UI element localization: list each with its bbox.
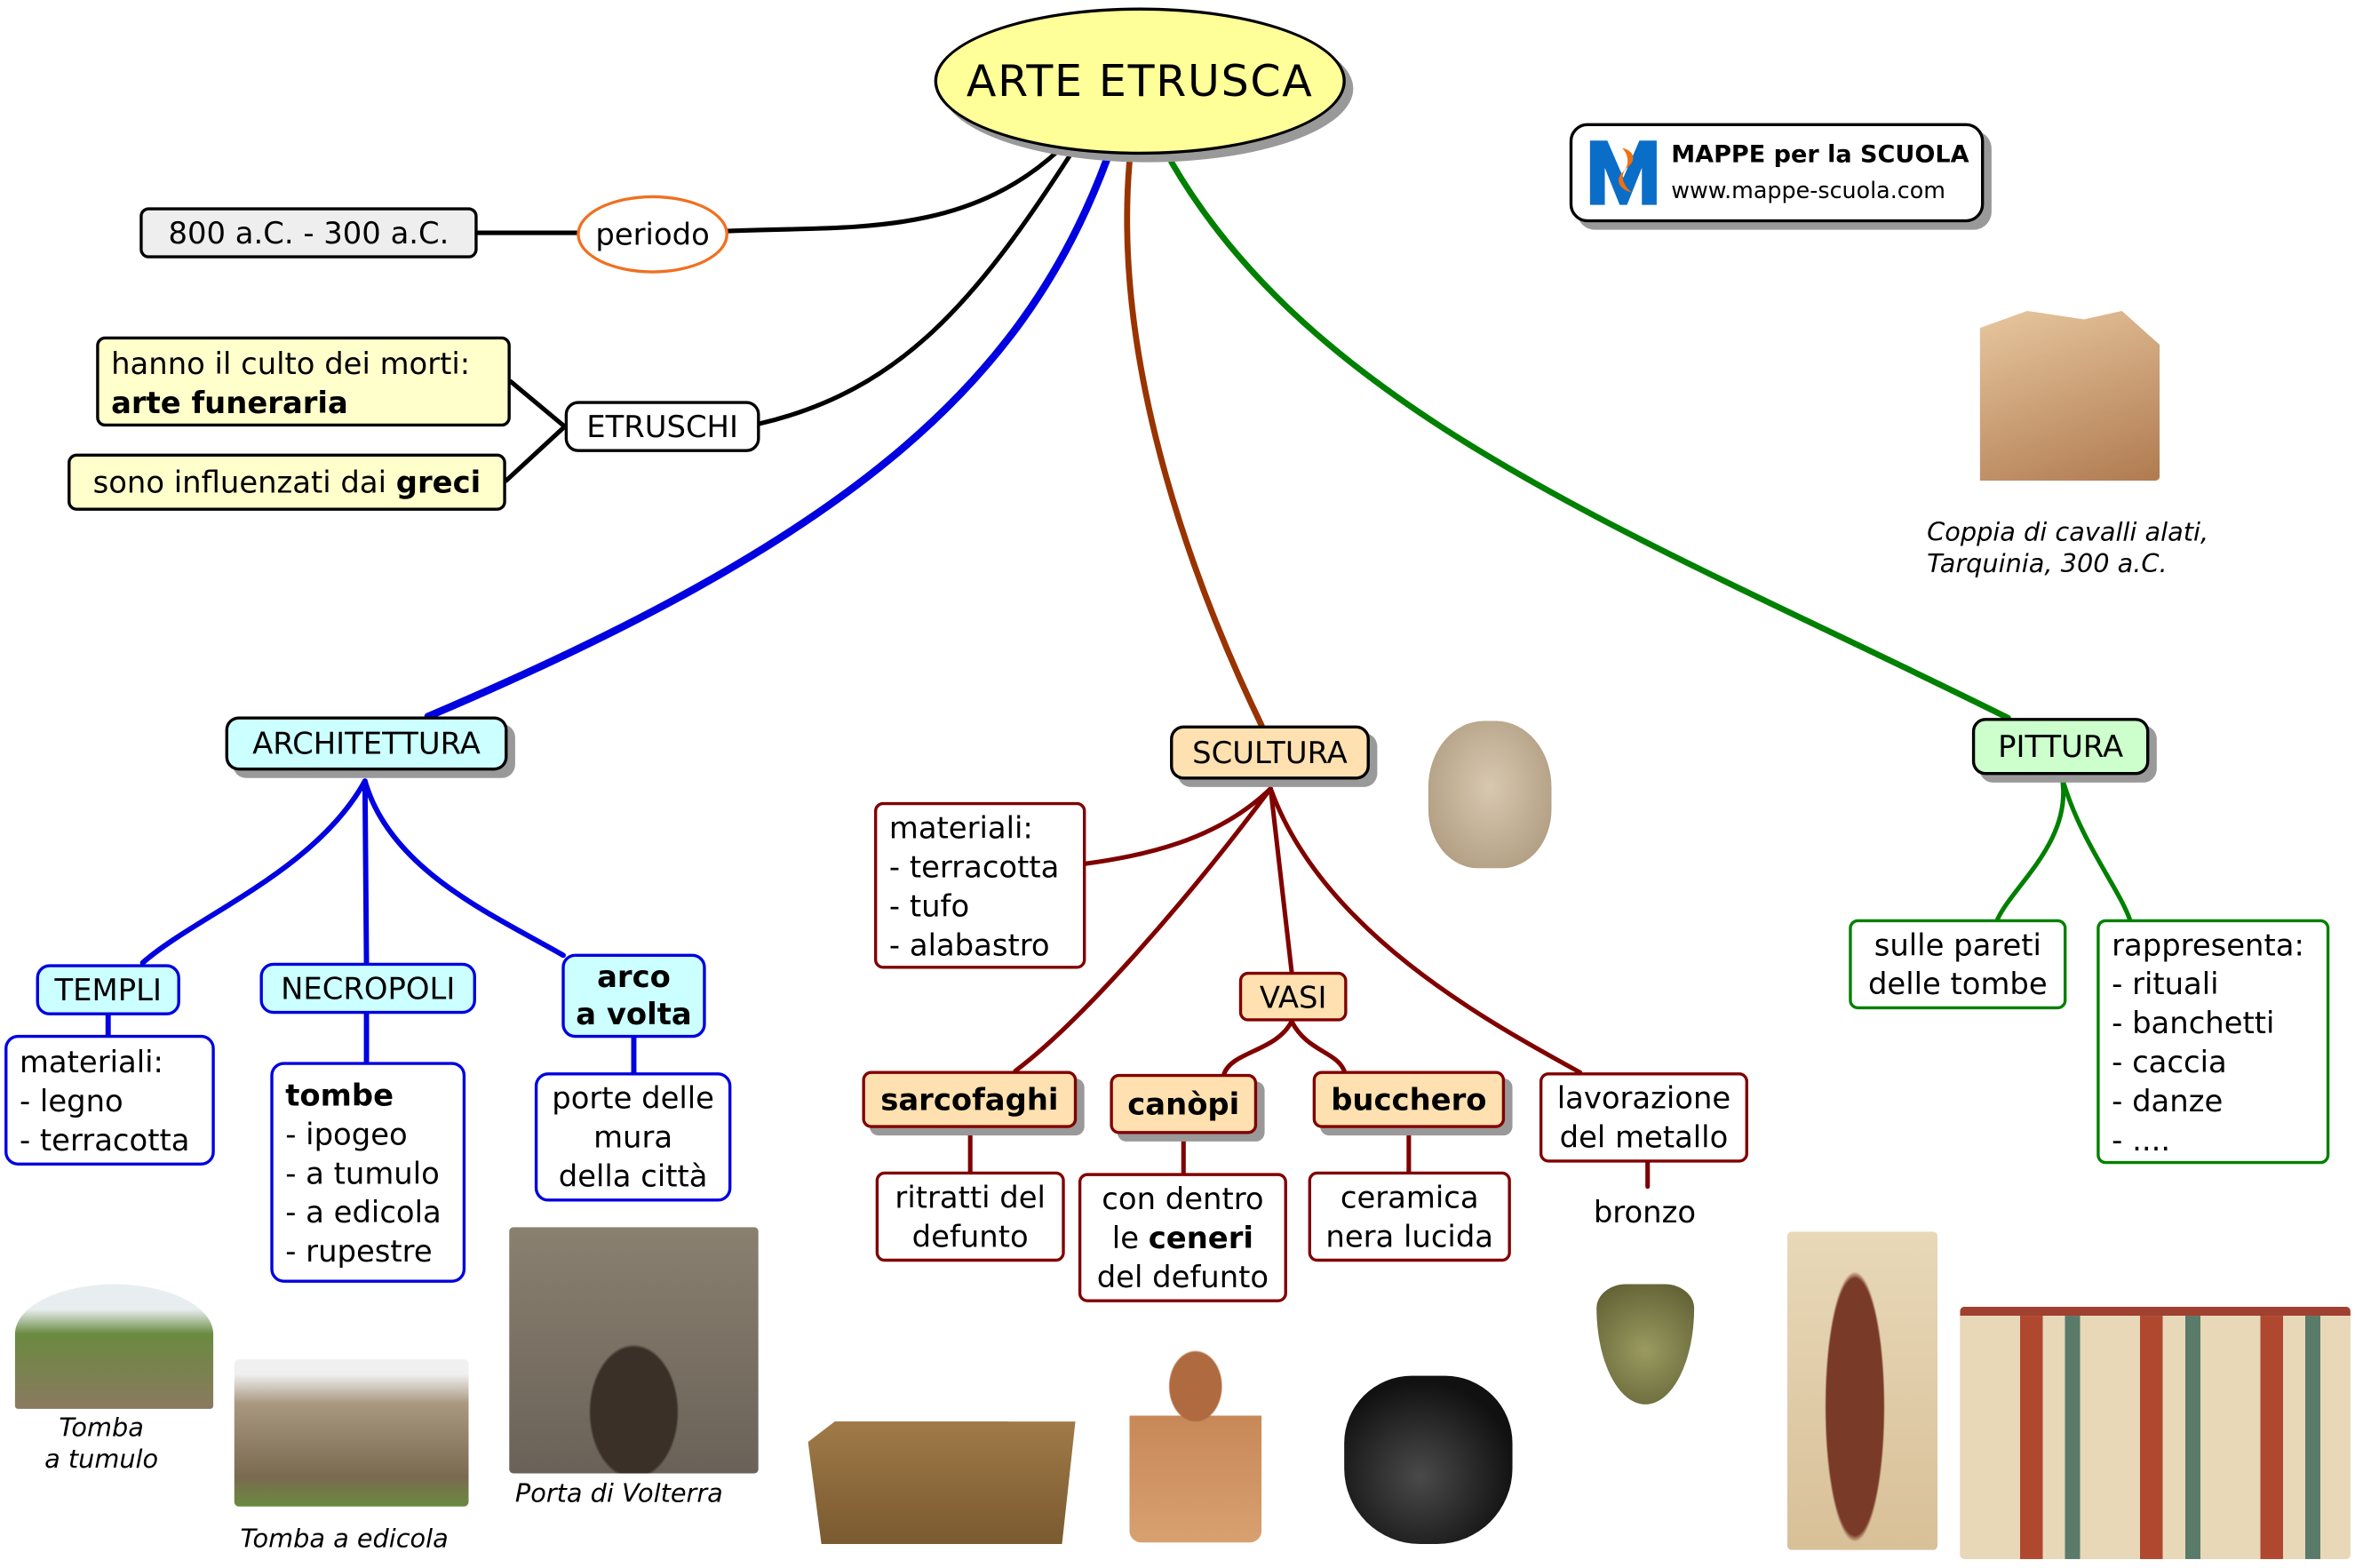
horses-caption: Coppia di cavalli alati,Tarquinia, 300 a…: [1927, 518, 2209, 580]
scultura-materiali[interactable]: materiali:- terracotta- tufo- alabastro: [873, 801, 1086, 969]
templi-node[interactable]: TEMPLI: [36, 964, 180, 1015]
horses-image: [1979, 310, 2160, 482]
arco-line2: a volta: [576, 995, 692, 1032]
periodo-value[interactable]: 800 a.C. - 300 a.C.: [139, 207, 478, 259]
logo-m-icon: [1589, 140, 1657, 205]
bucchero-image: [1344, 1375, 1513, 1545]
bronzo-label: bronzo: [1593, 1194, 1697, 1230]
edge-root-architettura: [424, 155, 1111, 720]
logo[interactable]: MAPPE per la SCUOLA www.mappe-scuola.com: [1569, 123, 1985, 223]
arco-line1: arco: [597, 958, 671, 995]
canopi-node[interactable]: canòpi: [1110, 1073, 1258, 1134]
edge-root-pittura: [1168, 159, 2011, 721]
architettura-node[interactable]: ARCHITETTURA: [225, 716, 508, 771]
edge-root-periodo: [720, 147, 1062, 234]
fresco-figure-image: [1786, 1231, 1938, 1550]
culto-bold: arte funeraria: [111, 384, 348, 421]
edge-etruschi-culto: [508, 378, 568, 429]
culto-line: hanno il culto dei morti:: [111, 345, 471, 382]
head-image: [1428, 720, 1552, 869]
edicola-image: [234, 1359, 469, 1507]
vasi-node[interactable]: VASI: [1238, 971, 1348, 1022]
root-node[interactable]: ARTE ETRUSCA: [934, 7, 1346, 155]
edge-root-etruschi: [757, 154, 1072, 426]
logo-url[interactable]: www.mappe-scuola.com: [1671, 177, 1945, 204]
edicola-caption: Tomba a edicola: [240, 1524, 449, 1555]
templi-materiali[interactable]: materiali:- legno- terracotta: [4, 1034, 215, 1166]
ceneri-node[interactable]: con dentro le ceneri del defunto: [1078, 1173, 1287, 1302]
edge-etruschi-greci: [504, 424, 568, 483]
logo-title: MAPPE per la SCUOLA: [1671, 139, 1969, 169]
tumulo-image: [14, 1284, 214, 1409]
edge-root-scultura: [1124, 159, 1265, 728]
etruschi-node[interactable]: ETRUSCHI: [564, 401, 760, 452]
fresco-dancers-image: [1960, 1306, 2351, 1559]
influenza-bold: greci: [395, 464, 481, 501]
culto-node[interactable]: hanno il culto dei morti: arte funeraria: [96, 336, 511, 427]
influenza-text: sono influenzati dai: [92, 464, 396, 501]
scultura-node[interactable]: SCULTURA: [1170, 725, 1370, 780]
necropoli-tombe[interactable]: tombe - ipogeo- a tumulo- a edicola- rup…: [270, 1062, 466, 1283]
sarcofaghi-node[interactable]: sarcofaghi: [862, 1071, 1078, 1128]
bucchero-node[interactable]: bucchero: [1312, 1071, 1506, 1128]
periodo-node[interactable]: periodo: [577, 195, 728, 274]
volterra-image: [509, 1227, 759, 1474]
pittura-node[interactable]: PITTURA: [1971, 718, 2150, 776]
necropoli-node[interactable]: NECROPOLI: [259, 962, 476, 1015]
rappresenta-node[interactable]: rappresenta:- rituali- banchetti- caccia…: [2096, 919, 2330, 1165]
influenza-node[interactable]: sono influenzati dai greci: [68, 453, 506, 511]
volterra-caption: Porta di Volterra: [514, 1479, 723, 1510]
canopo-image: [1129, 1347, 1262, 1543]
